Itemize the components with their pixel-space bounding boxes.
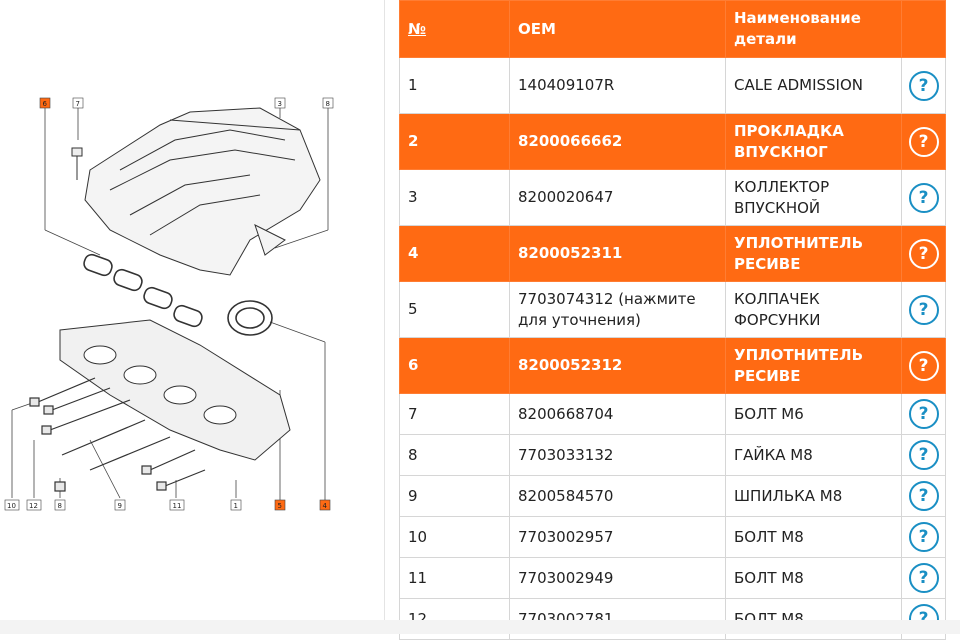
callout-8-top[interactable] (322, 97, 334, 109)
help-cell: ? (901, 57, 946, 114)
question-circle-icon[interactable]: ? (908, 238, 939, 269)
part-name-cell: БОЛТ M6 (725, 393, 902, 435)
help-cell: ? (901, 281, 946, 338)
column-header-num[interactable]: № (399, 0, 510, 58)
callout-6[interactable] (39, 97, 51, 109)
parts-diagram-panel: 6 7 3 8 10 12 8 9 11 1 5 4 (0, 0, 385, 620)
part-number-cell: 9 (399, 475, 510, 517)
part-number-cell: 3 (399, 169, 510, 226)
column-header-oem: OEM (509, 0, 726, 58)
question-circle-icon[interactable]: ? (908, 481, 939, 511)
part-number-cell: 10 (399, 516, 510, 558)
oem-code-cell[interactable]: 8200066662 (509, 113, 726, 170)
help-cell: ? (901, 434, 946, 476)
part-name-cell: ГАЙКА M8 (725, 434, 902, 476)
callout-3[interactable] (274, 97, 286, 109)
callout-8-bottom-label: 8 (58, 502, 62, 510)
part-number-cell: 7 (399, 393, 510, 435)
oem-code-cell[interactable]: 8200668704 (509, 393, 726, 435)
callout-1-label: 1 (234, 502, 238, 510)
part-name-cell: УПЛОТНИТЕЛЬ РЕСИВЕ (725, 337, 902, 394)
question-circle-icon[interactable]: ? (908, 294, 939, 325)
callout-4-label: 4 (323, 502, 328, 510)
callout-11-label: 11 (173, 502, 182, 510)
callout-8-top-label: 8 (326, 100, 330, 108)
oem-code-cell[interactable]: 8200052312 (509, 337, 726, 394)
column-header-name: Наименование детали (725, 0, 902, 58)
oem-code-cell[interactable]: 8200020647 (509, 169, 726, 226)
question-circle-icon[interactable]: ? (908, 182, 939, 213)
oem-code-cell[interactable]: 8200584570 (509, 475, 726, 517)
part-name-cell: УПЛОТНИТЕЛЬ РЕСИВЕ (725, 225, 902, 282)
callout-11[interactable] (169, 499, 185, 511)
callout-4[interactable] (319, 499, 331, 511)
callout-12-label: 12 (29, 502, 38, 510)
oem-code-cell[interactable]: 7703002949 (509, 557, 726, 599)
question-circle-icon[interactable]: ? (908, 350, 939, 381)
oem-code-cell[interactable]: 140409107R (509, 57, 726, 114)
intake-manifold-diagram: 6 7 3 8 10 12 8 9 11 1 5 4 (4, 97, 334, 511)
callout-6-label: 6 (43, 100, 48, 108)
help-cell: ? (901, 516, 946, 558)
help-cell: ? (901, 225, 946, 282)
callout-12[interactable] (26, 499, 42, 511)
oem-code-cell[interactable]: 7703033132 (509, 434, 726, 476)
page-bottom-strip (0, 620, 960, 634)
callout-7[interactable] (72, 97, 84, 109)
callout-5-label: 5 (278, 502, 282, 510)
oem-code-cell[interactable]: 7703074312 (нажмите для уточнения) (509, 281, 726, 338)
part-name-cell: БОЛТ M8 (725, 516, 902, 558)
part-number-cell: 8 (399, 434, 510, 476)
part-name-cell: CALE ADMISSION (725, 57, 902, 114)
part-name-cell: КОЛЛЕКТОР ВПУСКНОЙ (725, 169, 902, 226)
callout-9[interactable] (114, 499, 126, 511)
table-header-row: № OEM Наименование детали (399, 0, 946, 58)
part-name-cell: КОЛПАЧЕК ФОРСУНКИ (725, 281, 902, 338)
help-cell: ? (901, 337, 946, 394)
part-name-cell: ПРОКЛАДКА ВПУСКНОГ (725, 113, 902, 170)
callout-8-bottom[interactable] (54, 499, 66, 511)
help-cell: ? (901, 393, 946, 435)
part-number-cell: 4 (399, 225, 510, 282)
question-circle-icon[interactable]: ? (908, 522, 939, 552)
callout-9-label: 9 (118, 502, 122, 510)
callout-5[interactable] (274, 499, 286, 511)
question-circle-icon[interactable]: ? (908, 70, 939, 101)
part-name-cell: БОЛТ M8 (725, 557, 902, 599)
callout-1[interactable] (230, 499, 242, 511)
oem-code-cell[interactable]: 8200052311 (509, 225, 726, 282)
help-cell: ? (901, 475, 946, 517)
oem-code-cell[interactable]: 7703002957 (509, 516, 726, 558)
question-circle-icon[interactable]: ? (908, 399, 939, 429)
part-number-cell: 1 (399, 57, 510, 114)
callout-3-label: 3 (278, 100, 282, 108)
part-number-cell: 11 (399, 557, 510, 599)
callout-7-label: 7 (76, 100, 80, 108)
part-number-cell: 5 (399, 281, 510, 338)
callout-10-label: 10 (7, 502, 16, 510)
help-cell: ? (901, 169, 946, 226)
part-number-cell: 2 (399, 113, 510, 170)
question-circle-icon[interactable]: ? (908, 126, 939, 157)
help-cell: ? (901, 113, 946, 170)
help-cell: ? (901, 557, 946, 599)
part-name-cell: ШПИЛЬКА M8 (725, 475, 902, 517)
callout-10[interactable] (4, 499, 20, 511)
part-number-cell: 6 (399, 337, 510, 394)
question-circle-icon[interactable]: ? (908, 440, 939, 470)
column-header-help (901, 0, 946, 58)
question-circle-icon[interactable]: ? (908, 563, 939, 593)
